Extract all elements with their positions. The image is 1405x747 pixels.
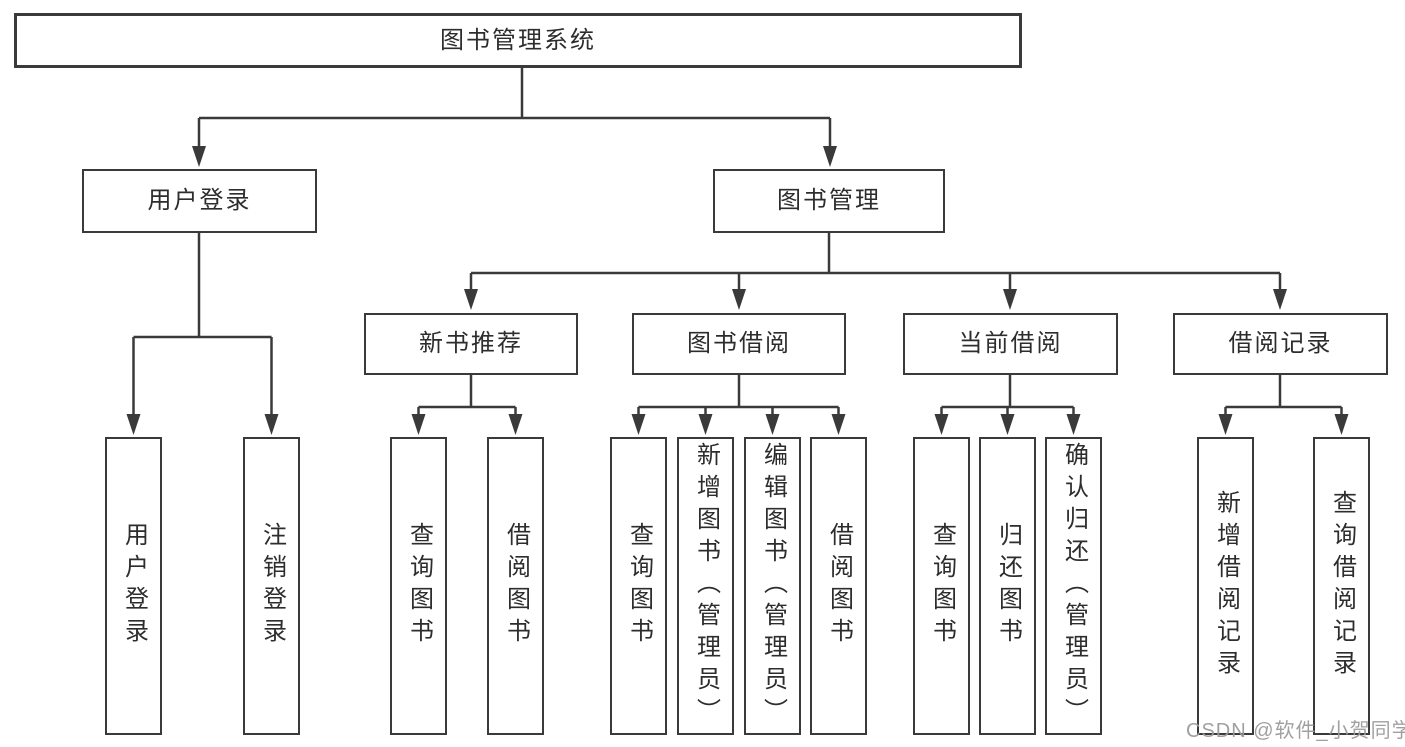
node-current-borrowing: 当前借阅 bbox=[903, 313, 1118, 375]
node-book-borrowing: 图书借阅 bbox=[632, 313, 846, 375]
leaf-confirm-return-admin: 确认归还（管理员） bbox=[1045, 437, 1102, 735]
leaf-query-books: 查询图书 bbox=[913, 437, 970, 735]
leaf-label: 查询图书 bbox=[928, 522, 956, 650]
leaf-label: 查询图书 bbox=[405, 522, 433, 650]
leaf-label: 归还图书 bbox=[994, 522, 1022, 650]
leaf-label: 借阅图书 bbox=[825, 522, 853, 650]
leaf-label: 注销登录 bbox=[258, 522, 286, 650]
leaf-logout: 注销登录 bbox=[243, 437, 300, 735]
leaf-label: 编辑图书（管理员） bbox=[759, 442, 787, 730]
leaf-borrow-books: 借阅图书 bbox=[487, 437, 544, 735]
leaf-query-borrow-record: 查询借阅记录 bbox=[1313, 437, 1370, 735]
leaf-edit-books-admin: 编辑图书（管理员） bbox=[744, 437, 801, 735]
node-borrowing-records: 借阅记录 bbox=[1173, 313, 1388, 375]
leaf-borrow-books: 借阅图书 bbox=[810, 437, 867, 735]
leaf-add-borrow-record: 新增借阅记录 bbox=[1197, 437, 1254, 735]
leaf-return-books: 归还图书 bbox=[979, 437, 1036, 735]
leaf-label: 新增图书（管理员） bbox=[692, 442, 720, 730]
leaf-user-login: 用户登录 bbox=[105, 437, 162, 735]
node-library-management-system: 图书管理系统 bbox=[14, 13, 1022, 68]
leaf-query-books: 查询图书 bbox=[610, 437, 667, 735]
leaf-add-books-admin: 新增图书（管理员） bbox=[677, 437, 734, 735]
leaf-label: 查询图书 bbox=[625, 522, 653, 650]
leaf-query-books: 查询图书 bbox=[390, 437, 447, 735]
leaf-label: 借阅图书 bbox=[502, 522, 530, 650]
node-book-management: 图书管理 bbox=[713, 169, 945, 233]
watermark: CSDN @软件_小贺同学 bbox=[1186, 720, 1405, 742]
leaf-label: 查询借阅记录 bbox=[1328, 490, 1356, 682]
node-new-book-recommend: 新书推荐 bbox=[364, 313, 578, 375]
leaf-label: 新增借阅记录 bbox=[1212, 490, 1240, 682]
leaf-label: 确认归还（管理员） bbox=[1060, 442, 1088, 730]
node-user-login: 用户登录 bbox=[82, 169, 317, 233]
leaf-label: 用户登录 bbox=[120, 522, 148, 650]
